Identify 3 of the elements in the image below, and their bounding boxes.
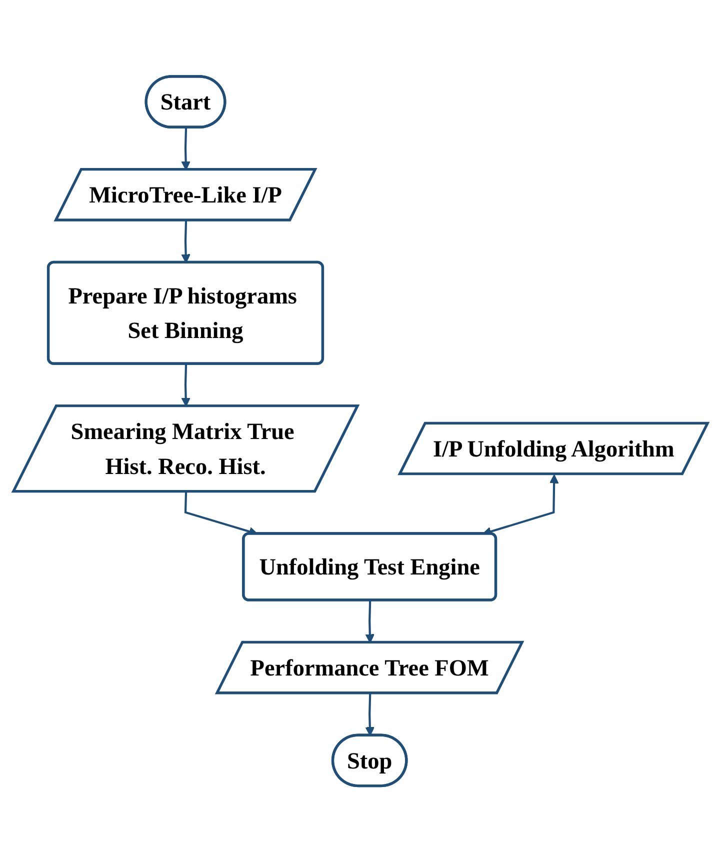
flowchart: Start MicroTree-Like I/P Prepare I/P histograms Set Binning Smearing Matrix True Hist. Reco. Hist. I/P Unfolding Algorithm Unfolding Test Engine Performance Tree FOM Stop bbox=[5, 68, 716, 795]
arrow bbox=[181, 220, 190, 264]
arrow bbox=[365, 694, 375, 736]
